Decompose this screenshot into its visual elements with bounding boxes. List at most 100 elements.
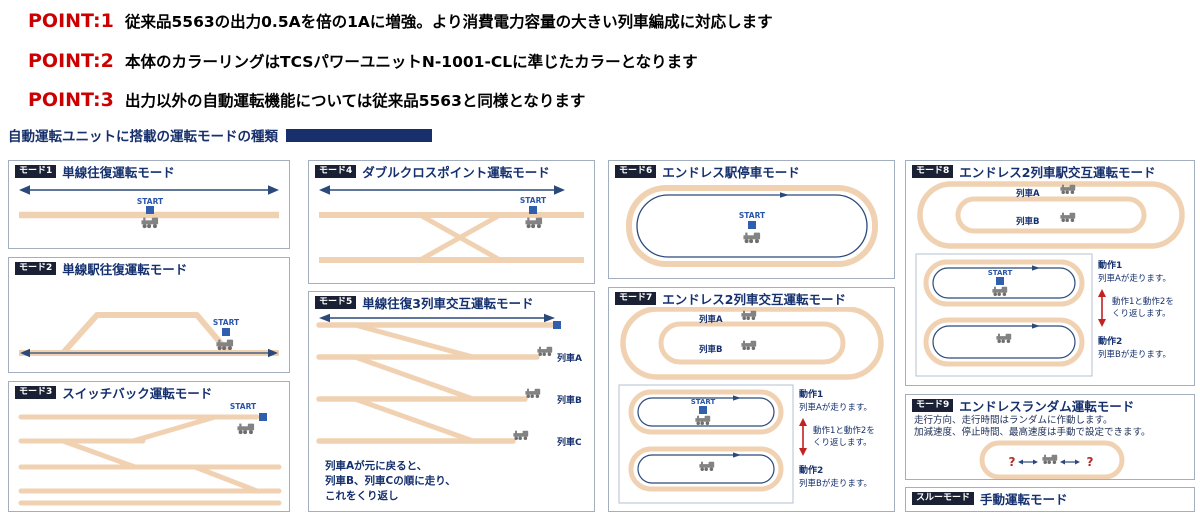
start-label: START [230,402,257,411]
mode-7-diagram: 列車A 列車B START 動作1 列車Aが走ります。 動作1と動作2を [618,307,884,504]
mode-5-diagram: 列車A 列車B 列車C [316,313,582,448]
route-line [637,397,775,427]
repeat-text-2: くり返します。 [813,437,872,448]
switchback-tracks [18,414,282,506]
station-siding-track [60,312,232,356]
start-label: START [988,269,1013,277]
train-icon [216,339,234,351]
mode-5-badge: モード5 [315,296,357,309]
train-icon [237,423,255,435]
start-label: START [691,398,716,406]
start-marker [146,206,154,214]
route-arrow [319,185,565,195]
caption-line: 列車B、列車Cの順に走り、 [325,475,456,487]
train-a-label: 列車A [1016,188,1040,199]
point-1-text: 従来品5563の出力0.5Aを倍の1Aに増強。より消費電力容量の大きい列車編成に… [125,13,773,31]
route-line [932,267,1076,299]
mode-1-diagram: START [19,185,279,229]
start-label: START [137,197,164,206]
train-b-label: 列車B [699,344,722,355]
train-b-label: 列車B [1016,216,1039,227]
train-icon [141,217,159,229]
point-3-text: 出力以外の自動運転機能については従来品5563と同様となります [125,92,586,110]
point-2-text: 本体のカラーリングはTCSパワーユニットN-1001-CLに準じたカラーとなりま… [125,53,698,71]
thru-mode-title: 手動運転モード [980,492,1068,507]
loop-track [628,389,784,435]
mode-1-box: モード1 単線往復運転モード START [8,160,290,249]
loop-track [626,185,878,267]
mode-3-box: モード3 スイッチバック運転モード START [8,381,290,512]
train-icon [996,333,1012,344]
mode-3-title: スイッチバック運転モード [62,386,213,401]
mode-6-head: モード6 エンドレス駅停車モード [615,164,888,180]
caption-line: これをくり返し [325,490,399,502]
repeat-arrow [1098,289,1106,327]
mode-3-badge: モード3 [15,386,57,399]
mode-8-box: モード8 エンドレス2列車駅交互運転モード 列車A 列車B START 動作1 … [905,160,1195,386]
route-arrow [19,185,279,195]
crossover-tracks [319,212,584,263]
sequence-frame [618,384,794,504]
mode-7-title: エンドレス2列車交互運転モード [662,292,846,307]
mode-9-diagram: ? ? [979,440,1125,479]
mode-9-description: 走行方向、走行時間はランダムに作動します。 加減速度、停止時間、最高速度は手動で… [912,414,1188,440]
train-icon [992,286,1008,297]
action-1-text: 列車Aが走ります。 [799,402,872,413]
mode-7-badge: モード7 [615,292,657,305]
train-icon [1060,212,1076,223]
train-icon [537,346,553,357]
direction-arrow [1032,323,1040,329]
mode-1-badge: モード1 [15,165,57,178]
train-icon [525,217,543,229]
start-marker [222,328,230,336]
start-label: START [739,211,766,220]
train-icon [699,461,715,472]
train-icon [695,415,711,426]
mode-3-head: モード3 スイッチバック運転モード [15,385,283,401]
train-icon [525,388,541,399]
random-arrow-left [1018,459,1038,465]
train-icon [513,430,529,441]
direction-arrow [1032,265,1040,271]
random-question-left: ? [1009,455,1016,469]
mode-4-badge: モード4 [315,165,357,178]
caption-line: 列車Aが元に戻ると、 [325,460,428,472]
mode-8-title: エンドレス2列車駅交互運転モード [959,165,1156,180]
loop-track [923,259,1085,307]
repeat-text-1: 動作1と動作2を [1112,296,1174,307]
action-1-label: 動作1 [799,388,823,400]
outer-loop-track [620,307,884,380]
description-line: 走行方向、走行時間はランダムに作動します。 [914,415,1113,426]
direction-arrow [733,395,741,401]
mode-1-head: モード1 単線往復運転モード [15,164,283,180]
mode-6-diagram: START [626,185,878,267]
inner-loop-track [658,321,846,365]
mode-6-badge: モード6 [615,165,657,178]
start-label: START [520,196,547,205]
inner-loop-track [955,196,1147,234]
train-icon [741,340,757,351]
mode-4-title: ダブルクロスポイント運転モード [362,165,550,180]
repeat-text-1: 動作1と動作2を [813,425,875,436]
point-2-label: POINT:2 [28,50,114,72]
mode-5-caption: 列車Aが元に戻ると、 列車B、列車Cの順に走り、 これをくり返し [315,457,588,504]
mode-3-diagram: START [18,402,282,506]
route-arrow [20,348,278,358]
mode-4-box: モード4 ダブルクロスポイント運転モード START [308,160,595,284]
train-b-label: 列車B [557,394,582,406]
mode-8-diagram: 列車A 列車B START 動作1 列車Aが走ります。 動作1と動作2を [915,181,1185,377]
repeat-text-2: くり返します。 [1112,308,1171,319]
mode-1-title: 単線往復運転モード [62,165,175,180]
section-title: 自動運転ユニットに搭載の運転モードの種類 [8,129,278,145]
train-a-label: 列車A [557,352,582,364]
train-icon [741,310,757,321]
mode-9-box: モード9 エンドレスランダム運転モード 走行方向、走行時間はランダムに作動します… [905,394,1195,480]
start-marker [748,221,756,229]
mode-9-badge: モード9 [912,399,954,412]
point-row-3: POINT:3 出力以外の自動運転機能については従来品5563と同様となります [28,89,585,111]
route-arrow [319,313,555,323]
point-row-1: POINT:1 従来品5563の出力0.5Aを倍の1Aに増強。より消費電力容量の… [28,10,773,32]
mode-2-diagram: START [19,312,279,358]
direction-arrow [780,192,789,198]
